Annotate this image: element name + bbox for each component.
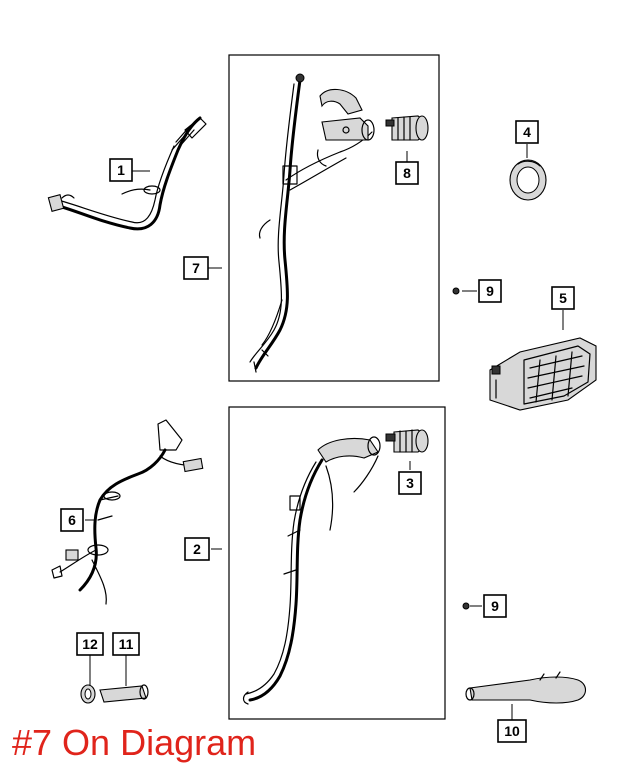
svg-text:11: 11 (119, 636, 134, 652)
svg-text:10: 10 (504, 723, 520, 739)
callout-8: 8 (395, 161, 419, 185)
part-9-clip-lower (462, 602, 470, 610)
callout-11: 11 (112, 632, 140, 656)
svg-text:4: 4 (523, 124, 531, 140)
callout-5: 5 (551, 286, 575, 310)
callout-7: 7 (183, 256, 209, 280)
callout-10: 10 (497, 719, 527, 743)
svg-text:5: 5 (559, 290, 567, 306)
part-11-tube (99, 684, 149, 703)
callout-3: 3 (398, 471, 422, 495)
svg-text:2: 2 (193, 541, 201, 557)
part-1-wire-harness (47, 116, 207, 231)
svg-text:8: 8 (403, 165, 411, 181)
part-4-grommet (509, 159, 547, 201)
callout-2: 2 (184, 537, 210, 561)
svg-text:6: 6 (68, 512, 76, 528)
part-7-wire-harness (249, 73, 375, 373)
part-8-connector (385, 115, 429, 141)
svg-text:1: 1 (117, 162, 125, 178)
callout-12: 12 (76, 632, 104, 656)
part-2-wire-harness (242, 436, 381, 705)
part-6-wire-harness (51, 419, 204, 605)
part-9-clip-upper (452, 287, 460, 295)
svg-text:9: 9 (491, 598, 499, 614)
callout-9-upper: 9 (478, 279, 502, 303)
footer-note: #7 On Diagram (12, 722, 257, 763)
part-12-clamp (80, 684, 96, 704)
svg-text:7: 7 (192, 260, 200, 276)
callout-9-lower: 9 (483, 594, 507, 618)
callout-1: 1 (109, 158, 133, 182)
svg-text:9: 9 (486, 283, 494, 299)
part-3-connector (385, 429, 429, 453)
part-5-fuel-door (489, 337, 597, 411)
svg-text:12: 12 (82, 636, 98, 652)
leader-lines (85, 144, 564, 720)
frame-part-7 (228, 54, 440, 382)
callout-4: 4 (515, 120, 539, 144)
part-10-cover (465, 671, 587, 704)
frame-part-2 (228, 406, 446, 720)
svg-text:3: 3 (406, 475, 414, 491)
callout-6: 6 (60, 508, 84, 532)
